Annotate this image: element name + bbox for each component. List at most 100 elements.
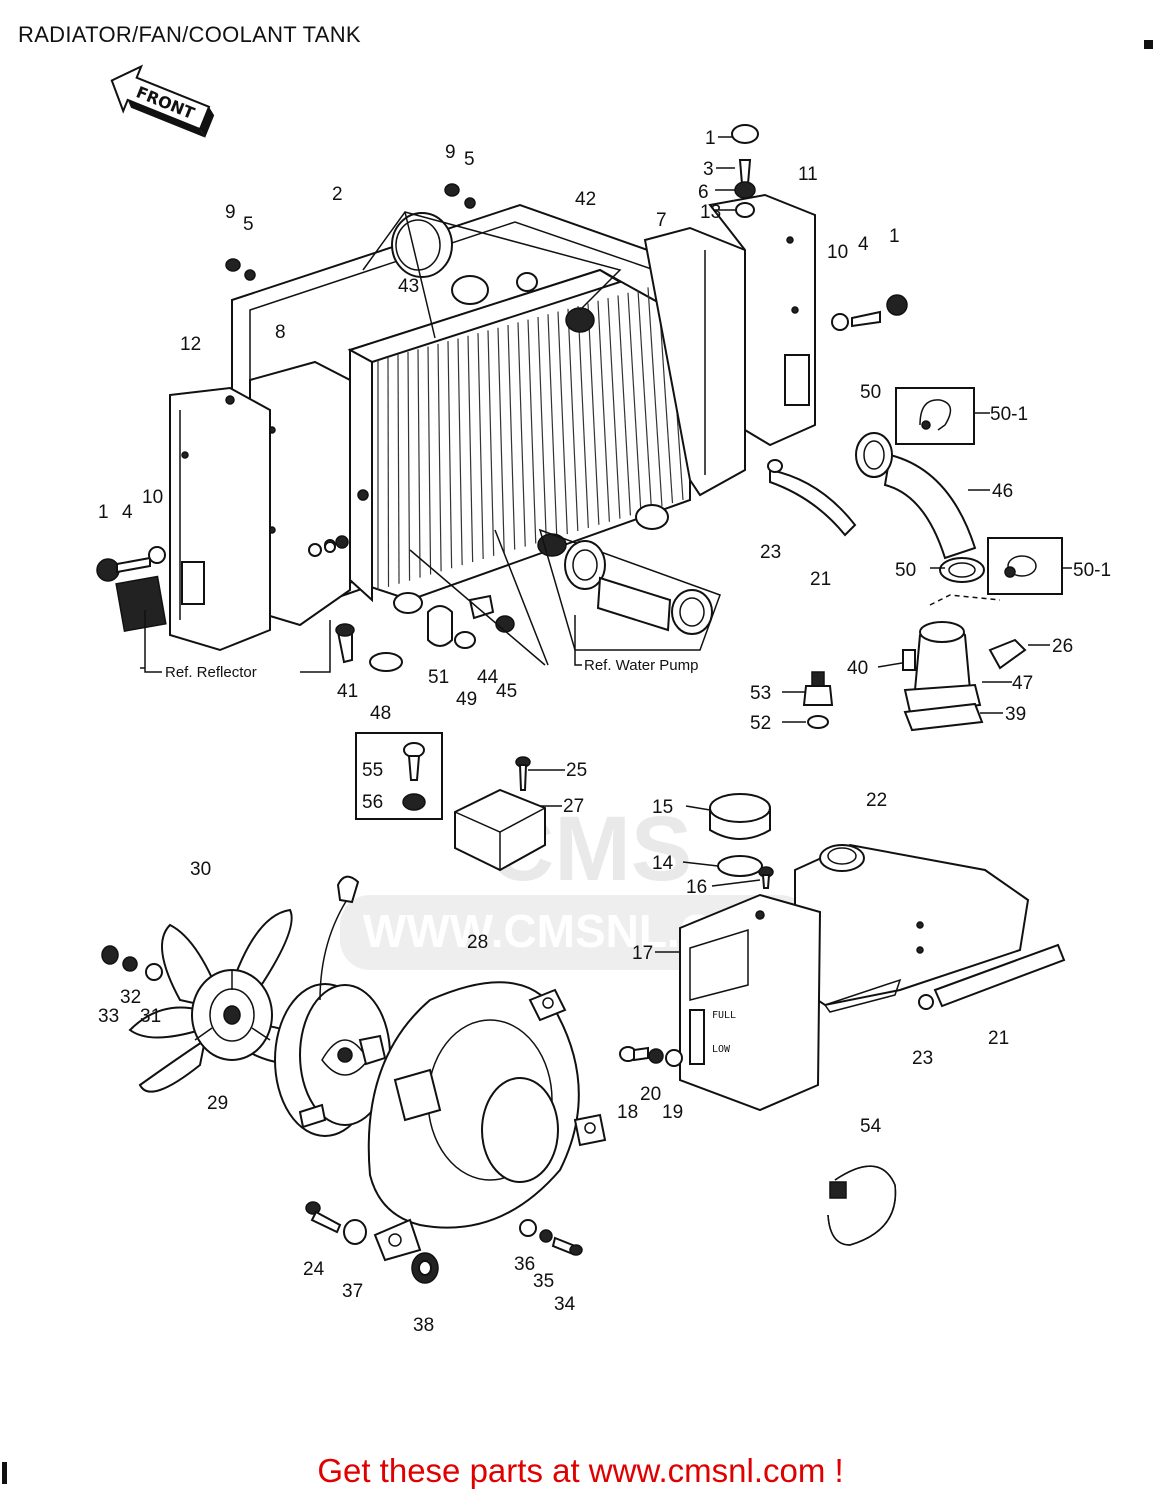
radiator-fin bbox=[597, 300, 610, 522]
overflow-hose-top bbox=[769, 468, 857, 537]
radiator-fin bbox=[397, 354, 400, 584]
callout-51: 51 bbox=[428, 667, 449, 688]
radiator-fin bbox=[457, 338, 463, 566]
radiator-fin bbox=[507, 325, 516, 550]
callout-23: 23 bbox=[912, 1048, 933, 1069]
callout-50-1: 50-1 bbox=[990, 404, 1028, 425]
callout-24: 24 bbox=[303, 1259, 325, 1280]
exploded-outline bbox=[362, 211, 622, 311]
coolant-tank-cover: FULL LOW bbox=[679, 893, 822, 1112]
callout-1: 1 bbox=[705, 128, 716, 149]
radiator-fin bbox=[547, 314, 558, 538]
callout-23: 23 bbox=[760, 542, 781, 563]
fan-motor bbox=[274, 875, 391, 1137]
callout-6: 6 bbox=[698, 182, 709, 203]
promo-link[interactable]: Get these parts at www.cmsnl.com ! bbox=[317, 1452, 844, 1489]
relay bbox=[454, 756, 546, 872]
callout-36: 36 bbox=[514, 1254, 535, 1275]
radiator-fin bbox=[577, 306, 589, 528]
fan-shroud bbox=[367, 981, 607, 1262]
radiator-fin bbox=[517, 322, 526, 547]
parts-diagram: WWW.CMSNL.COM CMS FRONT bbox=[96, 64, 1111, 1336]
callout-14: 14 bbox=[652, 853, 674, 874]
radiator-core bbox=[347, 268, 691, 614]
callout-31: 31 bbox=[140, 1006, 161, 1027]
callout-32: 32 bbox=[120, 987, 141, 1008]
clamp-detail-box-1 bbox=[895, 387, 975, 445]
callout-38: 38 bbox=[413, 1315, 434, 1336]
callout-26: 26 bbox=[1052, 636, 1073, 657]
callout-labels: 1 3 6 13 7 11 42 9 5 2 9 5 43 8 12 10 4 … bbox=[98, 128, 1111, 1336]
callout-1: 1 bbox=[98, 502, 109, 523]
cover-hardware bbox=[619, 1046, 683, 1067]
callout-18: 18 bbox=[617, 1102, 638, 1123]
callout-12: 12 bbox=[180, 334, 201, 355]
upper-hose bbox=[855, 432, 985, 583]
radiator-fin bbox=[537, 316, 547, 541]
callout-49: 49 bbox=[456, 689, 477, 710]
callout-52: 52 bbox=[750, 713, 771, 734]
radiator-fin bbox=[567, 308, 579, 532]
ref-water-pump-label: Ref. Water Pump bbox=[584, 657, 698, 674]
radiator-mounts bbox=[335, 529, 549, 672]
screw-detail-box bbox=[355, 732, 443, 820]
radiator-fin bbox=[637, 290, 653, 510]
radiator-fin bbox=[417, 349, 421, 578]
callout-50-1: 50-1 bbox=[1073, 560, 1111, 581]
callout-9: 9 bbox=[225, 202, 236, 223]
callout-11: 11 bbox=[798, 164, 818, 185]
callout-19: 19 bbox=[662, 1102, 683, 1123]
tank-cap bbox=[709, 793, 774, 889]
temperature-sensor bbox=[802, 671, 834, 729]
callout-28: 28 bbox=[467, 932, 488, 953]
radiator-fin bbox=[557, 311, 568, 535]
radiator-fin bbox=[477, 333, 484, 559]
gauge-low-label: LOW bbox=[712, 1044, 731, 1055]
leader-lines bbox=[140, 136, 1072, 953]
callout-50: 50 bbox=[860, 382, 881, 403]
radiator-fin bbox=[587, 303, 600, 525]
callout-20: 20 bbox=[640, 1084, 661, 1105]
callout-25: 25 bbox=[566, 760, 587, 781]
callout-17: 17 bbox=[632, 943, 653, 964]
callout-29: 29 bbox=[207, 1093, 228, 1114]
callout-16: 16 bbox=[686, 877, 707, 898]
callout-3: 3 bbox=[703, 159, 714, 180]
callout-42: 42 bbox=[575, 189, 596, 210]
callout-13: 13 bbox=[700, 202, 721, 223]
callout-10: 10 bbox=[827, 242, 848, 263]
radiator-fin bbox=[407, 351, 411, 581]
callout-2: 2 bbox=[332, 184, 343, 205]
callout-4: 4 bbox=[122, 502, 133, 523]
callout-9: 9 bbox=[445, 142, 456, 163]
right-inner-bracket bbox=[643, 226, 746, 497]
callout-54: 54 bbox=[860, 1116, 882, 1137]
callout-15: 15 bbox=[652, 797, 673, 818]
radiator-fin bbox=[487, 330, 495, 556]
radiator-fin bbox=[387, 357, 390, 587]
callout-21: 21 bbox=[810, 569, 831, 590]
callout-21: 21 bbox=[988, 1028, 1009, 1049]
callout-7: 7 bbox=[656, 210, 667, 231]
callout-40: 40 bbox=[847, 658, 868, 679]
fan-hardware bbox=[101, 945, 163, 981]
radiator-fin bbox=[497, 327, 505, 553]
callout-33: 33 bbox=[98, 1006, 119, 1027]
tank-band bbox=[827, 1165, 897, 1246]
leader-line bbox=[404, 211, 436, 339]
clamp-detail-box-2 bbox=[987, 537, 1063, 595]
radiator-fin bbox=[527, 319, 537, 544]
hardware-top bbox=[96, 124, 908, 632]
callout-46: 46 bbox=[992, 481, 1013, 502]
callout-22: 22 bbox=[866, 790, 887, 811]
radiator-fin bbox=[617, 295, 632, 516]
radiator-fin bbox=[607, 298, 621, 519]
callout-27: 27 bbox=[563, 796, 584, 817]
radiator-fin bbox=[427, 346, 432, 575]
radiator-cap bbox=[391, 212, 595, 333]
cooling-fan bbox=[128, 908, 312, 1093]
callout-37: 37 bbox=[342, 1281, 363, 1302]
callout-45: 45 bbox=[496, 681, 517, 702]
right-side-bracket bbox=[708, 193, 816, 447]
callout-41: 41 bbox=[337, 681, 358, 702]
